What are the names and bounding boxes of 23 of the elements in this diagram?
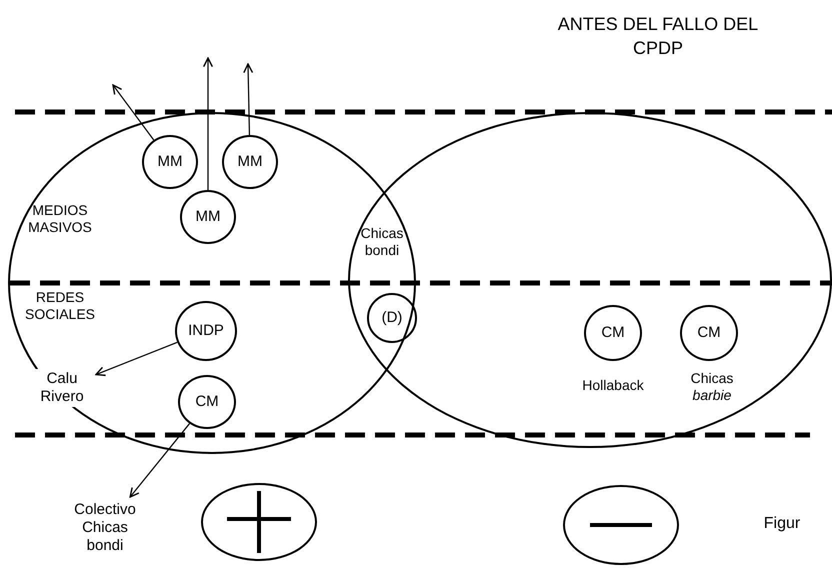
circle-node: MM [180,190,236,244]
label-text: REDES SOCIALES [24,289,96,323]
circle-symbol [563,485,679,565]
circle-node: CM [584,305,642,361]
circle-node: (D) [367,293,417,343]
circle-node: INDP [175,301,237,361]
caption-text: Chicas barbie [690,370,734,404]
label-text: Figur [762,515,802,532]
label-text: Chicas bondi [360,225,404,259]
arrow [129,423,190,498]
circle-node: CM [178,375,236,429]
arrow [95,342,178,376]
arrow [112,84,154,140]
arrow [243,63,254,136]
venn-ellipse [348,112,832,448]
circle-node: MM [142,135,198,189]
title: ANTES DEL FALLO DEL CPDP [556,13,760,60]
circle-symbol [201,483,317,561]
caption-text: Hollaback [581,377,645,394]
label-text: MEDIOS MASIVOS [27,202,93,236]
arrow [202,57,214,190]
circle-node: CM [680,305,738,361]
circle-node: MM [222,135,278,189]
